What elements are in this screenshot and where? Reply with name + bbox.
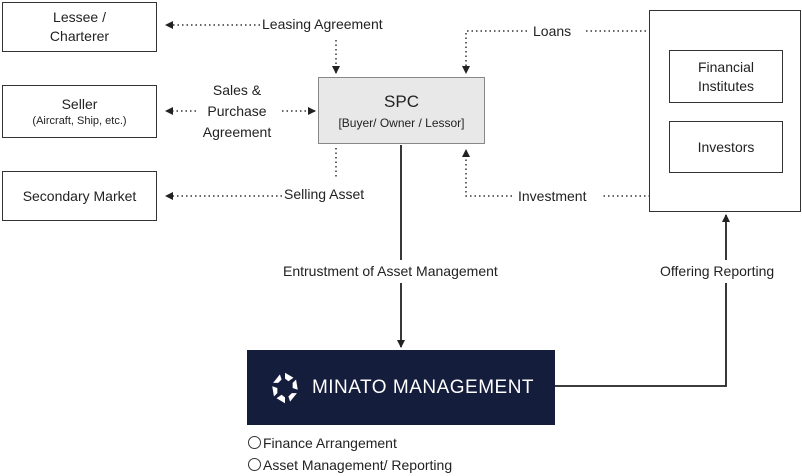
lessee-label: Lessee / Charterer (49, 9, 110, 44)
financial-institutes-label: Financial Institutes (697, 58, 755, 94)
spc-sub: [Buyer/ Owner / Lessor] (338, 115, 465, 130)
investors-label: Investors (697, 138, 755, 155)
service-item: Asset Management/ Reporting (248, 456, 452, 475)
investment-label: Investment (518, 187, 587, 206)
circle-bullet-icon (248, 458, 261, 471)
spc-box: SPC [Buyer/ Owner / Lessor] (318, 77, 485, 144)
minato-label: MINATO MANAGEMENT (311, 376, 535, 398)
offering-link (555, 283, 727, 387)
secondary-market-box: Secondary Market (2, 171, 157, 221)
selling-asset-label: Selling Asset (284, 185, 365, 204)
secondary-market-label: Secondary Market (22, 187, 137, 204)
financial-institutes-box: Financial Institutes (669, 50, 783, 103)
lessee-box: Lessee / Charterer (2, 2, 157, 52)
loans-label: Loans (533, 22, 572, 41)
entrustment-label: Entrustment of Asset Management (283, 262, 498, 281)
loans-arrow (462, 30, 527, 74)
seller-label: Seller (61, 95, 98, 112)
circle-bullet-icon (248, 436, 261, 449)
service-asset-management: Asset Management/ Reporting (263, 457, 453, 473)
offering-reporting-label: Offering Reporting (660, 262, 775, 281)
financing-group (649, 10, 801, 212)
service-finance: Finance Arrangement (263, 435, 397, 451)
investors-box: Investors (669, 121, 783, 173)
investment-arrow (462, 149, 512, 197)
minato-logo-icon (272, 372, 298, 403)
spc-label: SPC (384, 91, 419, 111)
seller-box: Seller (Aircraft, Ship, etc.) (2, 85, 157, 138)
service-item: Finance Arrangement (248, 434, 397, 453)
minato-management-box: MINATO MANAGEMENT (247, 350, 555, 425)
sales-purchase-label: Sales & Purchase Agreement (196, 80, 278, 143)
seller-sub: (Aircraft, Ship, etc.) (32, 114, 127, 127)
leasing-agreement-label: Leasing Agreement (262, 15, 383, 34)
